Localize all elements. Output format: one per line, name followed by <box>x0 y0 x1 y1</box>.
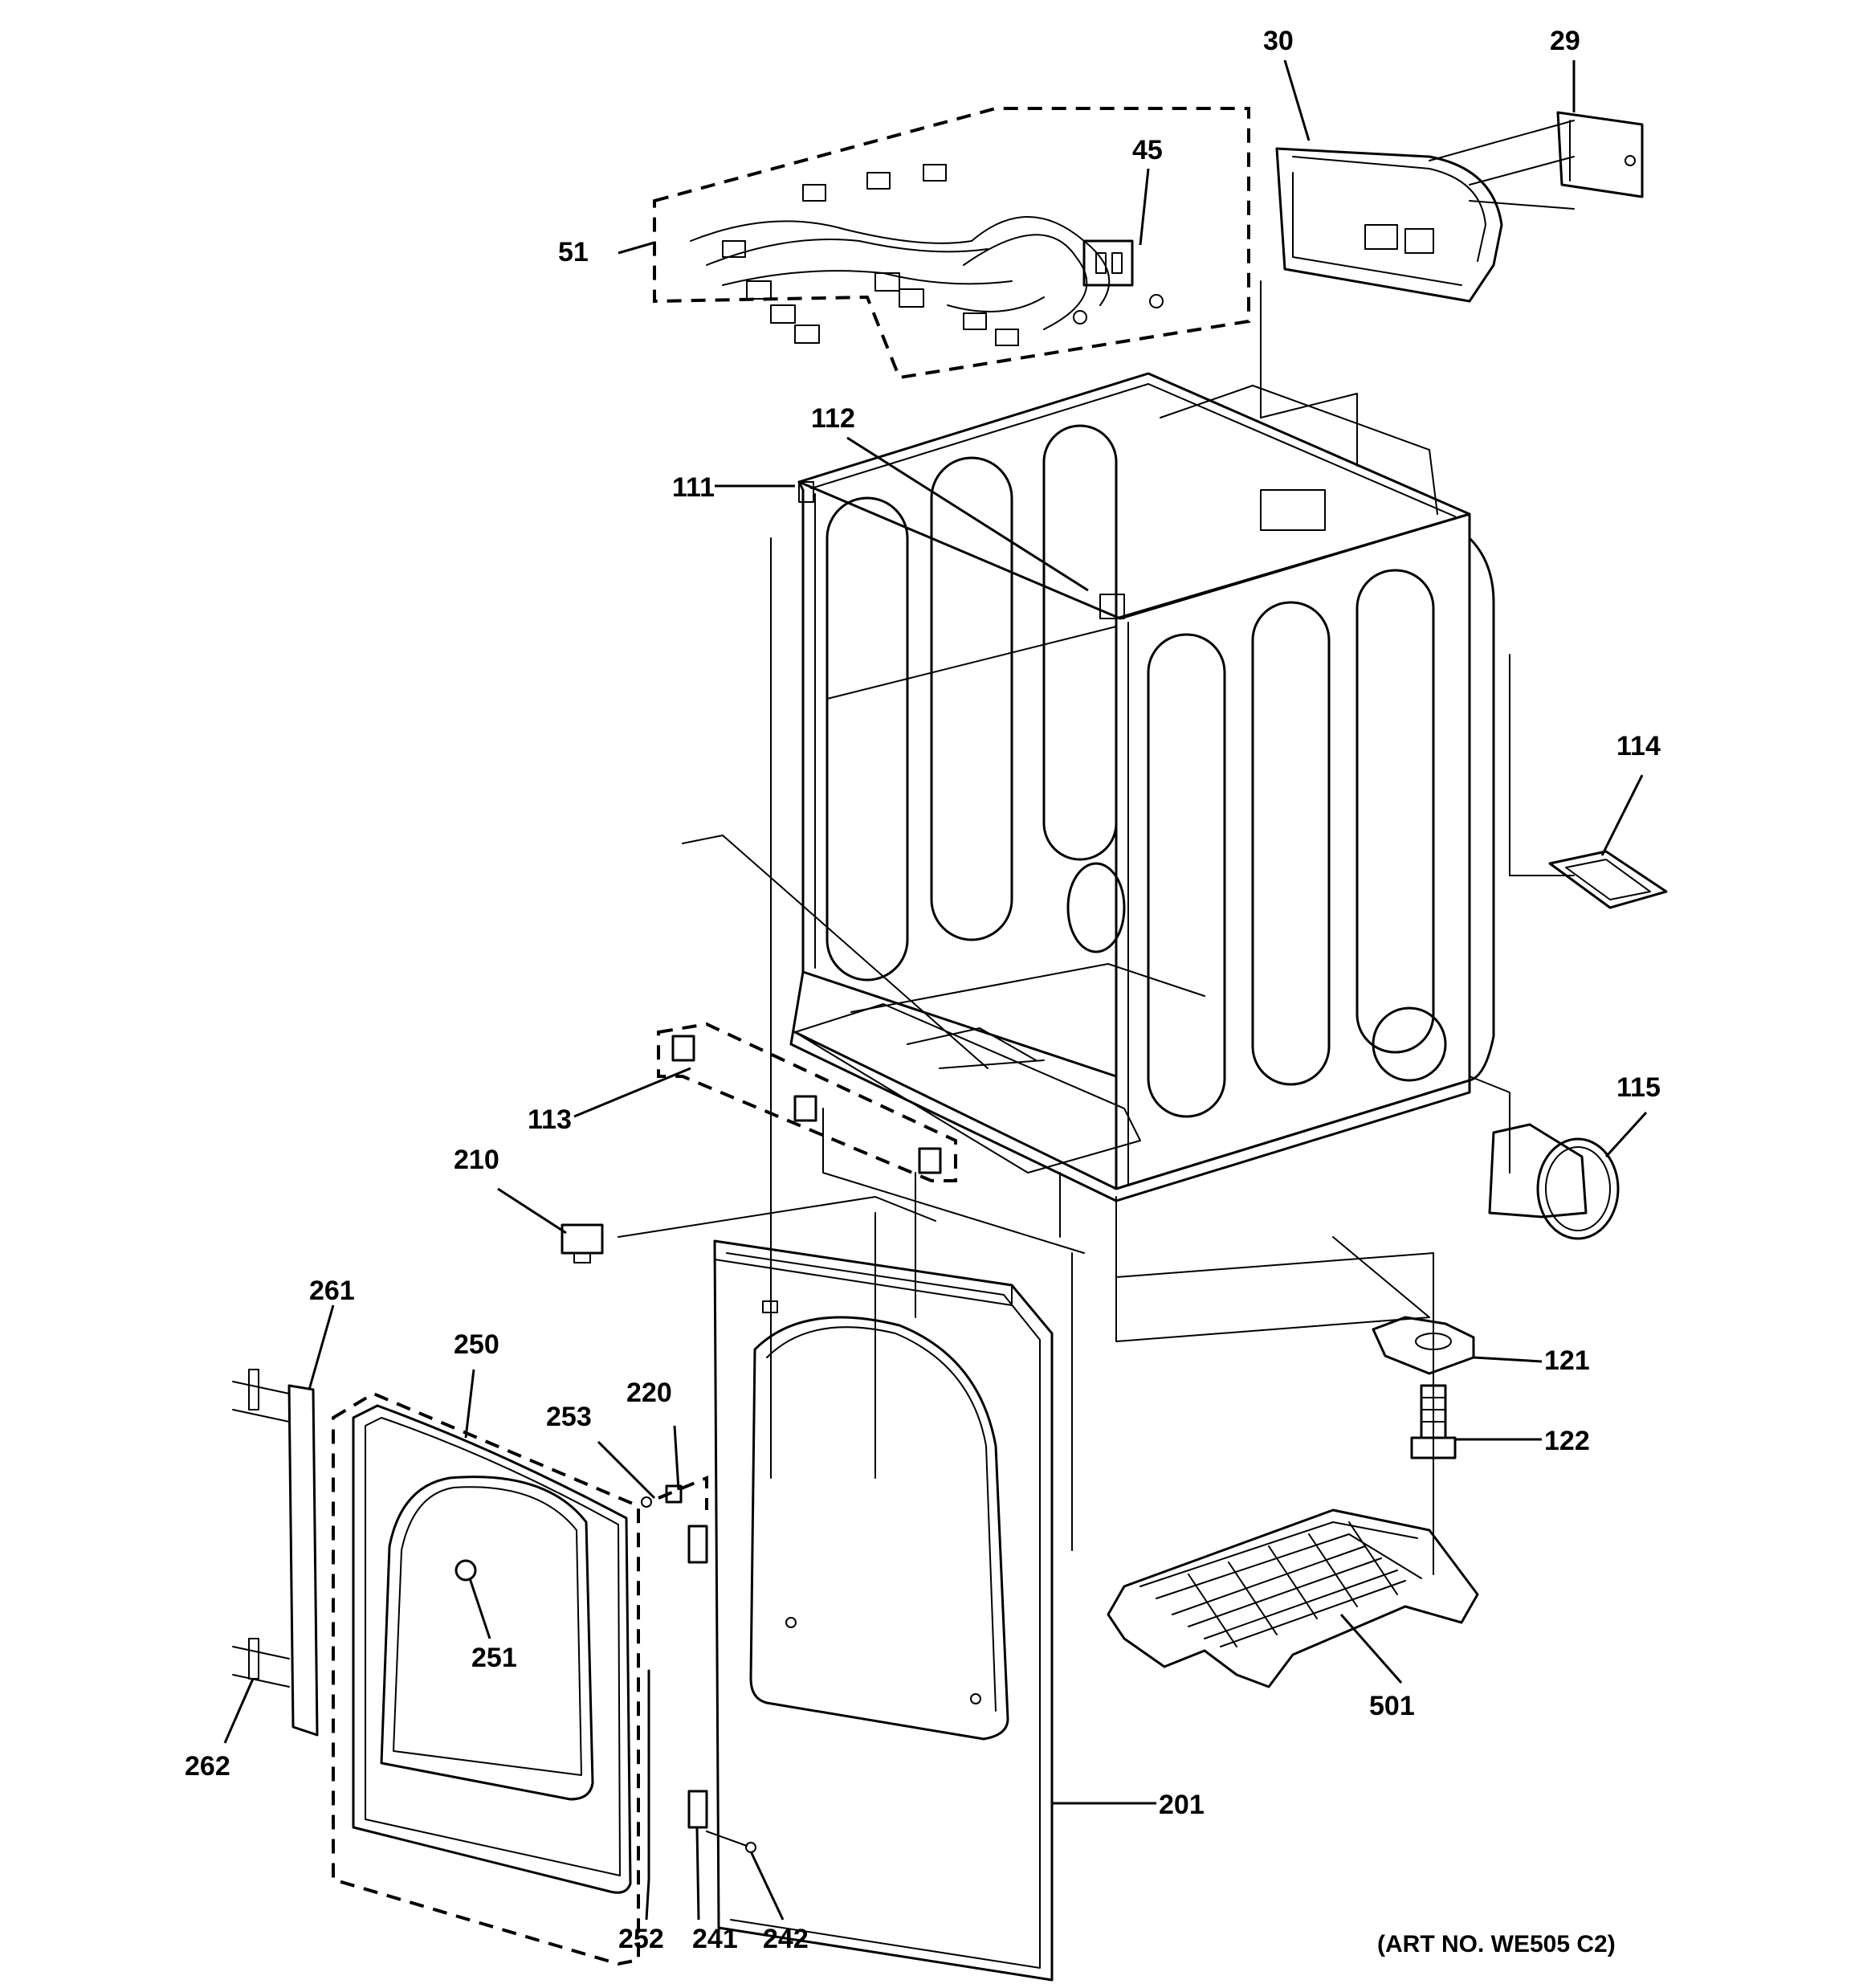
callout-210: 210 <box>454 1145 499 1175</box>
dryer-cabinet <box>789 372 1495 1202</box>
projection-lines <box>618 280 1575 1575</box>
hinge-strip-part <box>232 1369 319 1737</box>
callout-51: 51 <box>558 237 589 267</box>
cover-plate-part <box>1548 850 1668 909</box>
callout-111: 111 <box>672 472 715 503</box>
drying-rack-part <box>1107 1508 1479 1688</box>
door-switch-part <box>561 1223 604 1263</box>
callout-113: 113 <box>528 1104 572 1135</box>
callout-30: 30 <box>1263 26 1294 56</box>
callout-115: 115 <box>1616 1072 1661 1103</box>
callout-242: 242 <box>763 1924 809 1954</box>
door-assembly-part <box>332 1391 640 1966</box>
callout-501: 501 <box>1369 1691 1415 1721</box>
callout-45: 45 <box>1132 135 1163 165</box>
callout-labels: 29 30 45 51 111 112 113 114 115 121 122 … <box>185 26 1661 1954</box>
callout-262: 262 <box>185 1751 230 1782</box>
callout-220: 220 <box>626 1378 672 1408</box>
callout-29: 29 <box>1550 26 1580 56</box>
callout-112: 112 <box>811 403 855 434</box>
art-number-label: (ART NO. WE505 C2) <box>1377 1931 1616 1957</box>
leader-lines <box>223 59 1648 1921</box>
callout-122: 122 <box>1544 1426 1590 1456</box>
front-panel-part <box>713 1239 1054 1982</box>
callout-241: 241 <box>692 1924 738 1954</box>
callout-261: 261 <box>309 1276 355 1306</box>
callout-114: 114 <box>1616 731 1661 761</box>
callout-252: 252 <box>618 1924 664 1954</box>
hinge-parts <box>641 1476 756 1881</box>
rear-leg-parts <box>1372 1316 1475 1459</box>
callout-121: 121 <box>1544 1345 1590 1376</box>
exhaust-duct-part <box>1488 1123 1620 1240</box>
callout-201: 201 <box>1159 1790 1205 1820</box>
rear-control-housing <box>1275 111 1644 303</box>
callout-251: 251 <box>471 1643 517 1673</box>
leveler-feet-group <box>657 1022 957 1182</box>
callout-250: 250 <box>454 1329 499 1360</box>
wire-harness-group <box>653 107 1250 380</box>
callout-253: 253 <box>546 1402 592 1432</box>
